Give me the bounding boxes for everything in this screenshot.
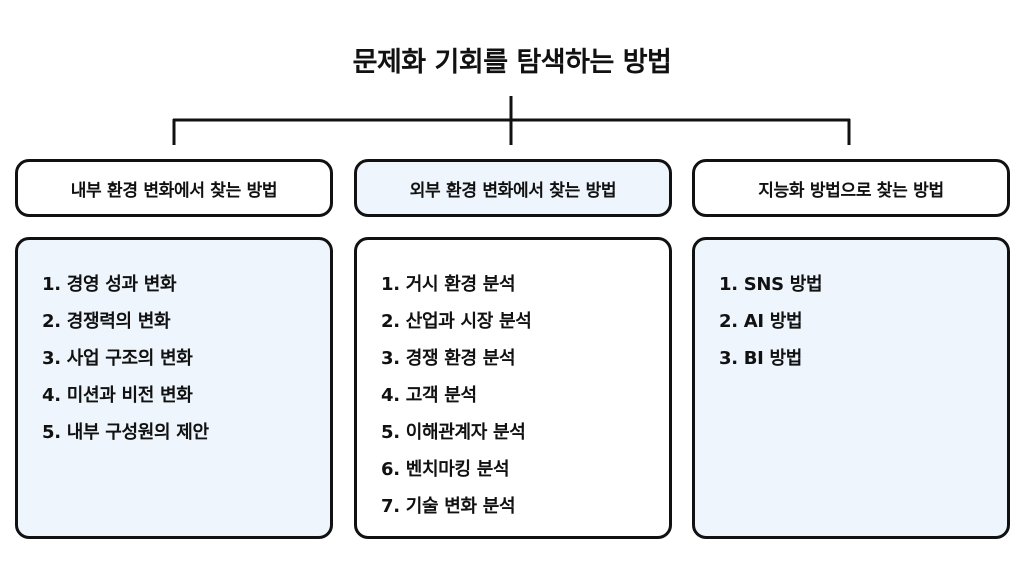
list-item: 3. 경쟁 환경 분석 [381,348,516,369]
list-intelligent-methods: 1. SNS 방법 2. AI 방법 3. BI 방법 [692,237,1010,539]
list-item: 7. 기술 변화 분석 [381,496,516,517]
list-item: 2. AI 방법 [719,311,803,332]
header-label: 외부 환경 변화에서 찾는 방법 [409,180,617,201]
list-item: 4. 고객 분석 [381,385,477,406]
list-item: 3. 사업 구조의 변화 [42,348,193,369]
list-item: 1. 경영 성과 변화 [42,274,177,295]
list-item: 4. 미션과 비전 변화 [42,385,193,406]
list-external-environment: 1. 거시 환경 분석 2. 산업과 시장 분석 3. 경쟁 환경 분석 4. … [354,237,672,539]
list-internal-environment: 1. 경영 성과 변화 2. 경쟁력의 변화 3. 사업 구조의 변화 4. 미… [15,237,333,539]
list-item: 1. SNS 방법 [719,274,823,295]
header-label: 내부 환경 변화에서 찾는 방법 [70,180,278,201]
list-item: 6. 벤치마킹 분석 [381,459,510,480]
list-item: 2. 산업과 시장 분석 [381,311,532,332]
list-item: 2. 경쟁력의 변화 [42,311,171,332]
header-external-environment: 외부 환경 변화에서 찾는 방법 [354,159,672,217]
header-internal-environment: 내부 환경 변화에서 찾는 방법 [15,159,333,217]
header-label: 지능화 방법으로 찾는 방법 [758,180,944,201]
header-intelligent-methods: 지능화 방법으로 찾는 방법 [692,159,1010,217]
diagram-title: 문제화 기회를 탐색하는 방법 [352,47,672,78]
list-item: 5. 이해관계자 분석 [381,422,526,443]
list-item: 5. 내부 구성원의 제안 [42,422,209,443]
list-item: 1. 거시 환경 분석 [381,274,516,295]
list-item: 3. BI 방법 [719,348,803,369]
